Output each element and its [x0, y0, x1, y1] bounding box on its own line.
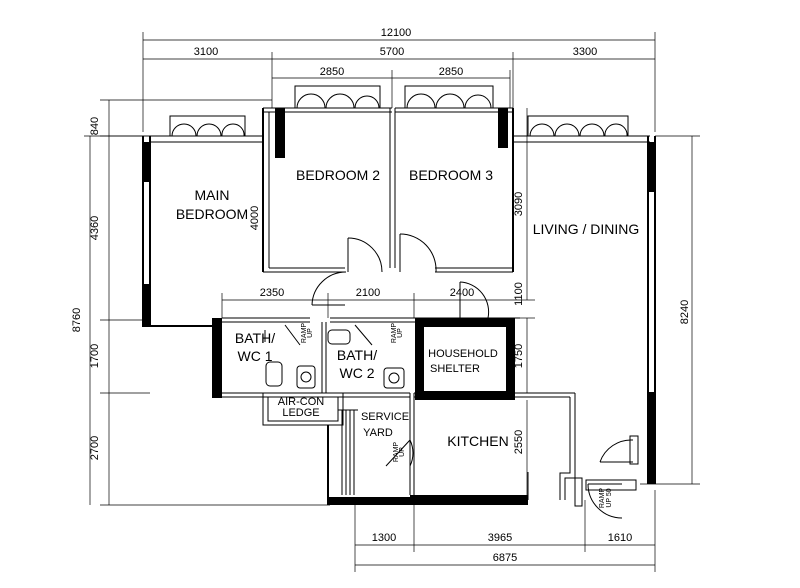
label-household-shelter-a: HOUSEHOLD	[428, 348, 498, 360]
dim-bottom-1300: 1300	[372, 532, 396, 544]
dim-left-2700: 2700	[89, 436, 101, 460]
dim-left-8760: 8760	[71, 308, 83, 332]
label-ramp-up-50-b: UP 50	[606, 488, 613, 507]
label-main-bedroom-1: MAIN	[195, 187, 230, 203]
dim-inner-2550: 2550	[513, 430, 525, 454]
dimension-labels: 12100 3100 5700 3300 2850 2850 840 4360 …	[71, 27, 691, 564]
dim-inner-2400: 2400	[450, 287, 474, 299]
label-ramp-up-2a: RAMP	[391, 323, 398, 344]
label-service-yard-a: SERVICE	[361, 411, 409, 423]
dim-left-840: 840	[89, 117, 101, 135]
label-household-shelter-b: SHELTER	[430, 363, 480, 375]
windows	[169, 85, 629, 137]
label-main-bedroom-2: BEDROOM	[176, 206, 248, 222]
dim-inner-2100: 2100	[356, 287, 380, 299]
label-bedroom-2: BEDROOM 2	[296, 167, 380, 183]
label-kitchen: KITCHEN	[447, 433, 508, 449]
label-ramp-up-3a: RAMP	[393, 442, 400, 463]
dim-bedroom3-width: 2850	[439, 66, 463, 78]
label-ramp-up-1b: UP	[307, 328, 314, 338]
label-ramp-up-1a: RAMP	[301, 323, 308, 344]
label-bedroom-3: BEDROOM 3	[409, 167, 493, 183]
label-aircon-ledge-a: AIR-CON	[278, 396, 325, 408]
dim-left-4360: 4360	[89, 216, 101, 240]
label-bath-wc-2-b: WC 2	[340, 365, 375, 381]
label-bath-wc-1-b: WC 1	[238, 348, 273, 364]
dim-bedroom2-width: 2850	[320, 66, 344, 78]
dim-inner-3090: 3090	[513, 192, 525, 216]
label-service-yard-b: YARD	[363, 427, 393, 439]
label-ramp-up-50-a: RAMP	[599, 488, 606, 509]
dim-inner-2350: 2350	[260, 287, 284, 299]
label-aircon-ledge-b: LEDGE	[282, 407, 319, 419]
label-living-dining: LIVING / DINING	[533, 221, 640, 237]
dim-left-1700: 1700	[89, 344, 101, 368]
dim-right-8240: 8240	[679, 300, 691, 324]
label-bath-wc-2-a: BATH/	[337, 347, 377, 363]
dim-bottom-3965: 3965	[488, 532, 512, 544]
structural-columns	[143, 108, 656, 505]
dim-bottom-1610: 1610	[608, 532, 632, 544]
label-ramp-up-3b: UP	[399, 447, 406, 457]
dim-top-right: 3300	[573, 46, 597, 58]
dim-top-left: 3100	[194, 46, 218, 58]
doors	[311, 233, 639, 519]
dim-top-mid: 5700	[380, 46, 404, 58]
dim-bottom-total: 6875	[493, 552, 517, 564]
label-bath-wc-1-a: BATH/	[235, 330, 275, 346]
label-ramp-up-2b: UP	[397, 328, 404, 338]
room-labels: MAIN BEDROOM BEDROOM 2 BEDROOM 3 LIVING …	[176, 167, 639, 508]
dim-inner-4000: 4000	[249, 206, 261, 230]
dim-top-total: 12100	[381, 27, 412, 39]
fixtures	[264, 324, 405, 389]
dim-inner-1750: 1750	[513, 344, 525, 368]
dim-inner-1100: 1100	[513, 282, 525, 306]
